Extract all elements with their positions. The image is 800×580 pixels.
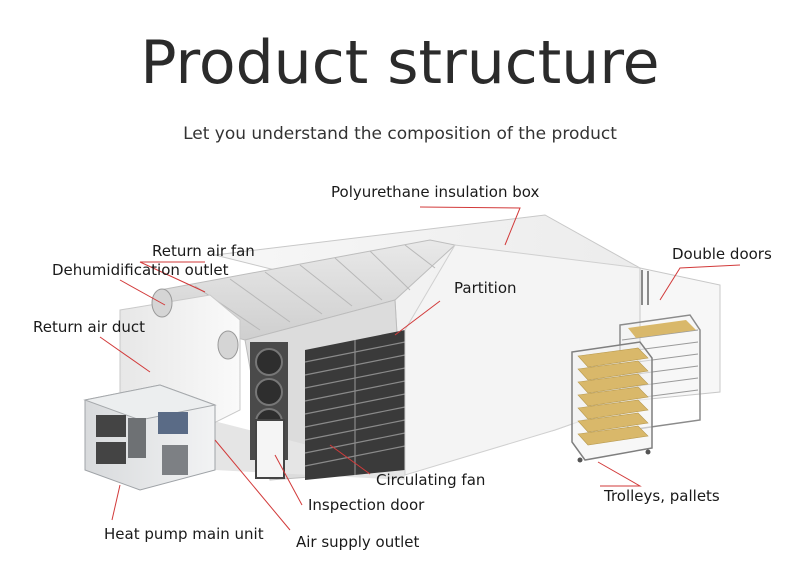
leader-circulating-fan [329,444,371,475]
leader-double-doors [659,264,741,301]
leader-return-air-fan [139,261,206,293]
leader-lines [99,206,741,531]
label-return-air-fan: Return air fan [152,242,255,260]
partition-racks [304,330,406,480]
label-heat-pump-main-unit: Heat pump main unit [104,525,264,543]
label-circulating-fan: Circulating fan [376,471,486,489]
leader-inspection-door [274,454,303,506]
heat-pump-unit [83,384,217,491]
label-polyurethane-insulation-box: Polyurethane insulation box [331,183,540,201]
leader-partition [394,300,441,336]
label-partition: Partition [454,279,517,297]
leader-return-air-duct [99,336,151,373]
leader-polyurethane [419,206,521,246]
label-return-air-duct: Return air duct [33,318,145,336]
leader-dehumidification [119,279,166,306]
page-subtitle: Let you understand the composition of th… [183,124,617,144]
label-inspection-door: Inspection door [308,496,425,514]
label-double-doors: Double doors [672,245,772,263]
leader-heat-pump [111,484,121,521]
circulating-fans [250,342,288,479]
label-dehumidification-outlet: Dehumidification outlet [52,261,229,279]
page-title: Product structure [140,28,660,98]
leader-air-supply [214,439,291,531]
label-air-supply-outlet: Air supply outlet [296,533,420,551]
trolleys [571,314,701,463]
label-trolleys-pallets: Trolleys, pallets [604,487,720,505]
leader-trolleys [597,461,642,487]
